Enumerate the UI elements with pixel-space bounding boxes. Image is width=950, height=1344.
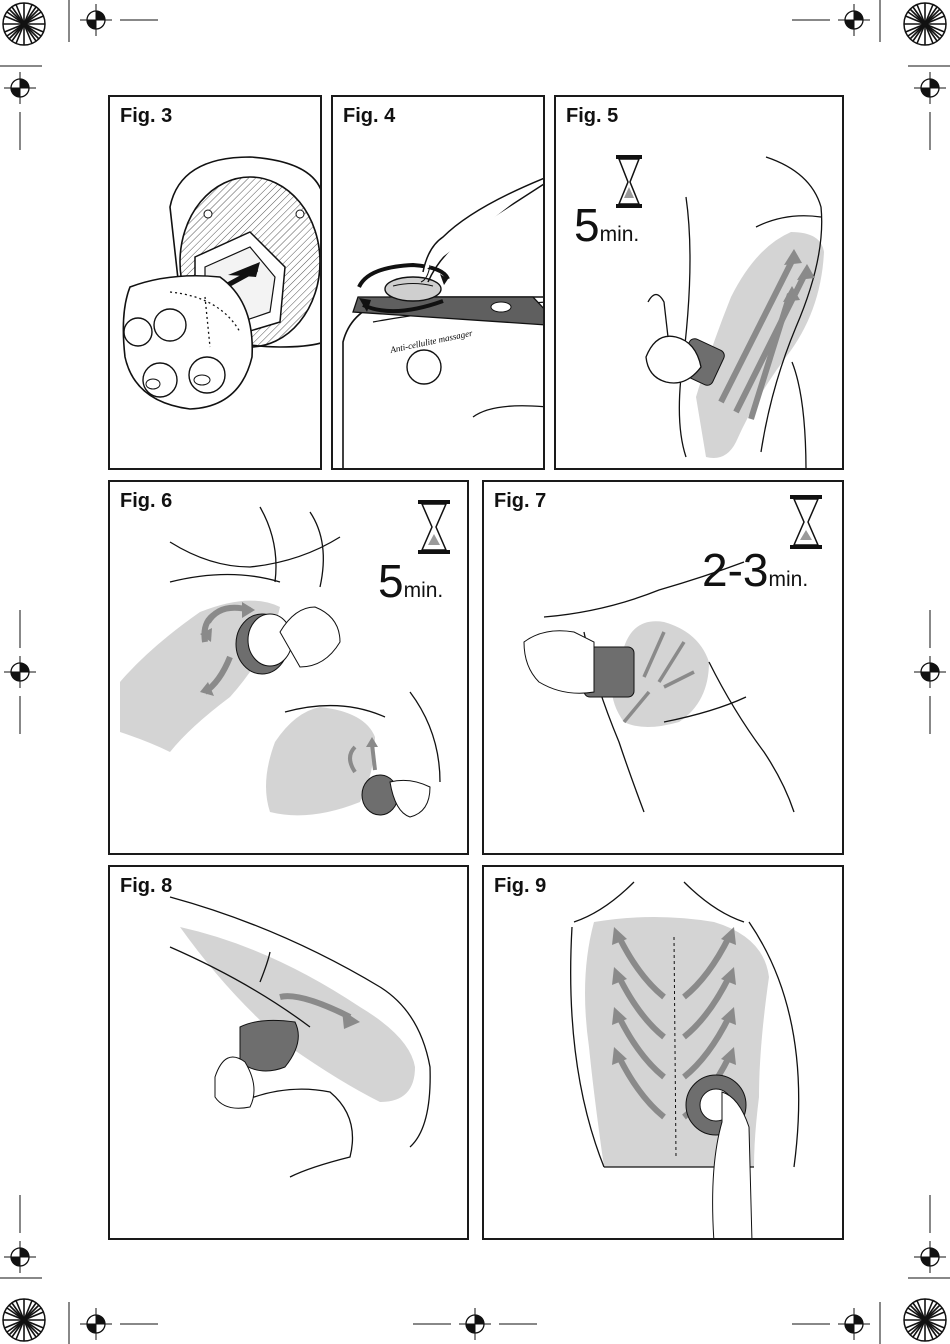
timer-value: 5 bbox=[378, 555, 404, 607]
buttock-circular-massage-illustration bbox=[110, 482, 469, 855]
figure-5-label: Fig. 5 bbox=[566, 105, 618, 128]
figure-4-panel: Anti-cellulite massager Fig. 4 bbox=[331, 95, 545, 470]
speed-dial-illustration: Anti-cellulite massager bbox=[333, 97, 545, 470]
figure-5-panel: Fig. 5 5min. bbox=[554, 95, 844, 470]
timer-value: 2-3 bbox=[702, 544, 768, 596]
arm-massage-illustration bbox=[110, 867, 469, 1240]
figure-8-label: Fig. 8 bbox=[120, 875, 172, 898]
figure-4-label: Fig. 4 bbox=[343, 105, 395, 128]
figure-3-label: Fig. 3 bbox=[120, 105, 172, 128]
figure-7-timer: 2-3min. bbox=[702, 547, 808, 593]
figure-7-panel: Fig. 7 2-3min. bbox=[482, 480, 844, 855]
figure-6-timer: 5min. bbox=[378, 558, 443, 604]
timer-unit: min. bbox=[768, 568, 808, 591]
thigh-massage-illustration bbox=[556, 97, 844, 470]
figure-3-panel: Fig. 3 bbox=[108, 95, 322, 470]
attachment-fitting-illustration bbox=[110, 97, 322, 470]
figure-6-panel: Fig. 6 5min. bbox=[108, 480, 469, 855]
figure-9-panel: Fig. 9 bbox=[482, 865, 844, 1240]
figure-9-label: Fig. 9 bbox=[494, 875, 546, 898]
figure-5-timer: 5min. bbox=[574, 202, 639, 248]
timer-unit: min. bbox=[404, 579, 444, 602]
back-massage-illustration bbox=[484, 867, 844, 1240]
timer-unit: min. bbox=[600, 223, 640, 246]
timer-value: 5 bbox=[574, 199, 600, 251]
figure-8-panel: Fig. 8 bbox=[108, 865, 469, 1240]
abdomen-massage-illustration bbox=[484, 482, 844, 855]
figure-6-label: Fig. 6 bbox=[120, 490, 172, 513]
figure-7-label: Fig. 7 bbox=[494, 490, 546, 513]
